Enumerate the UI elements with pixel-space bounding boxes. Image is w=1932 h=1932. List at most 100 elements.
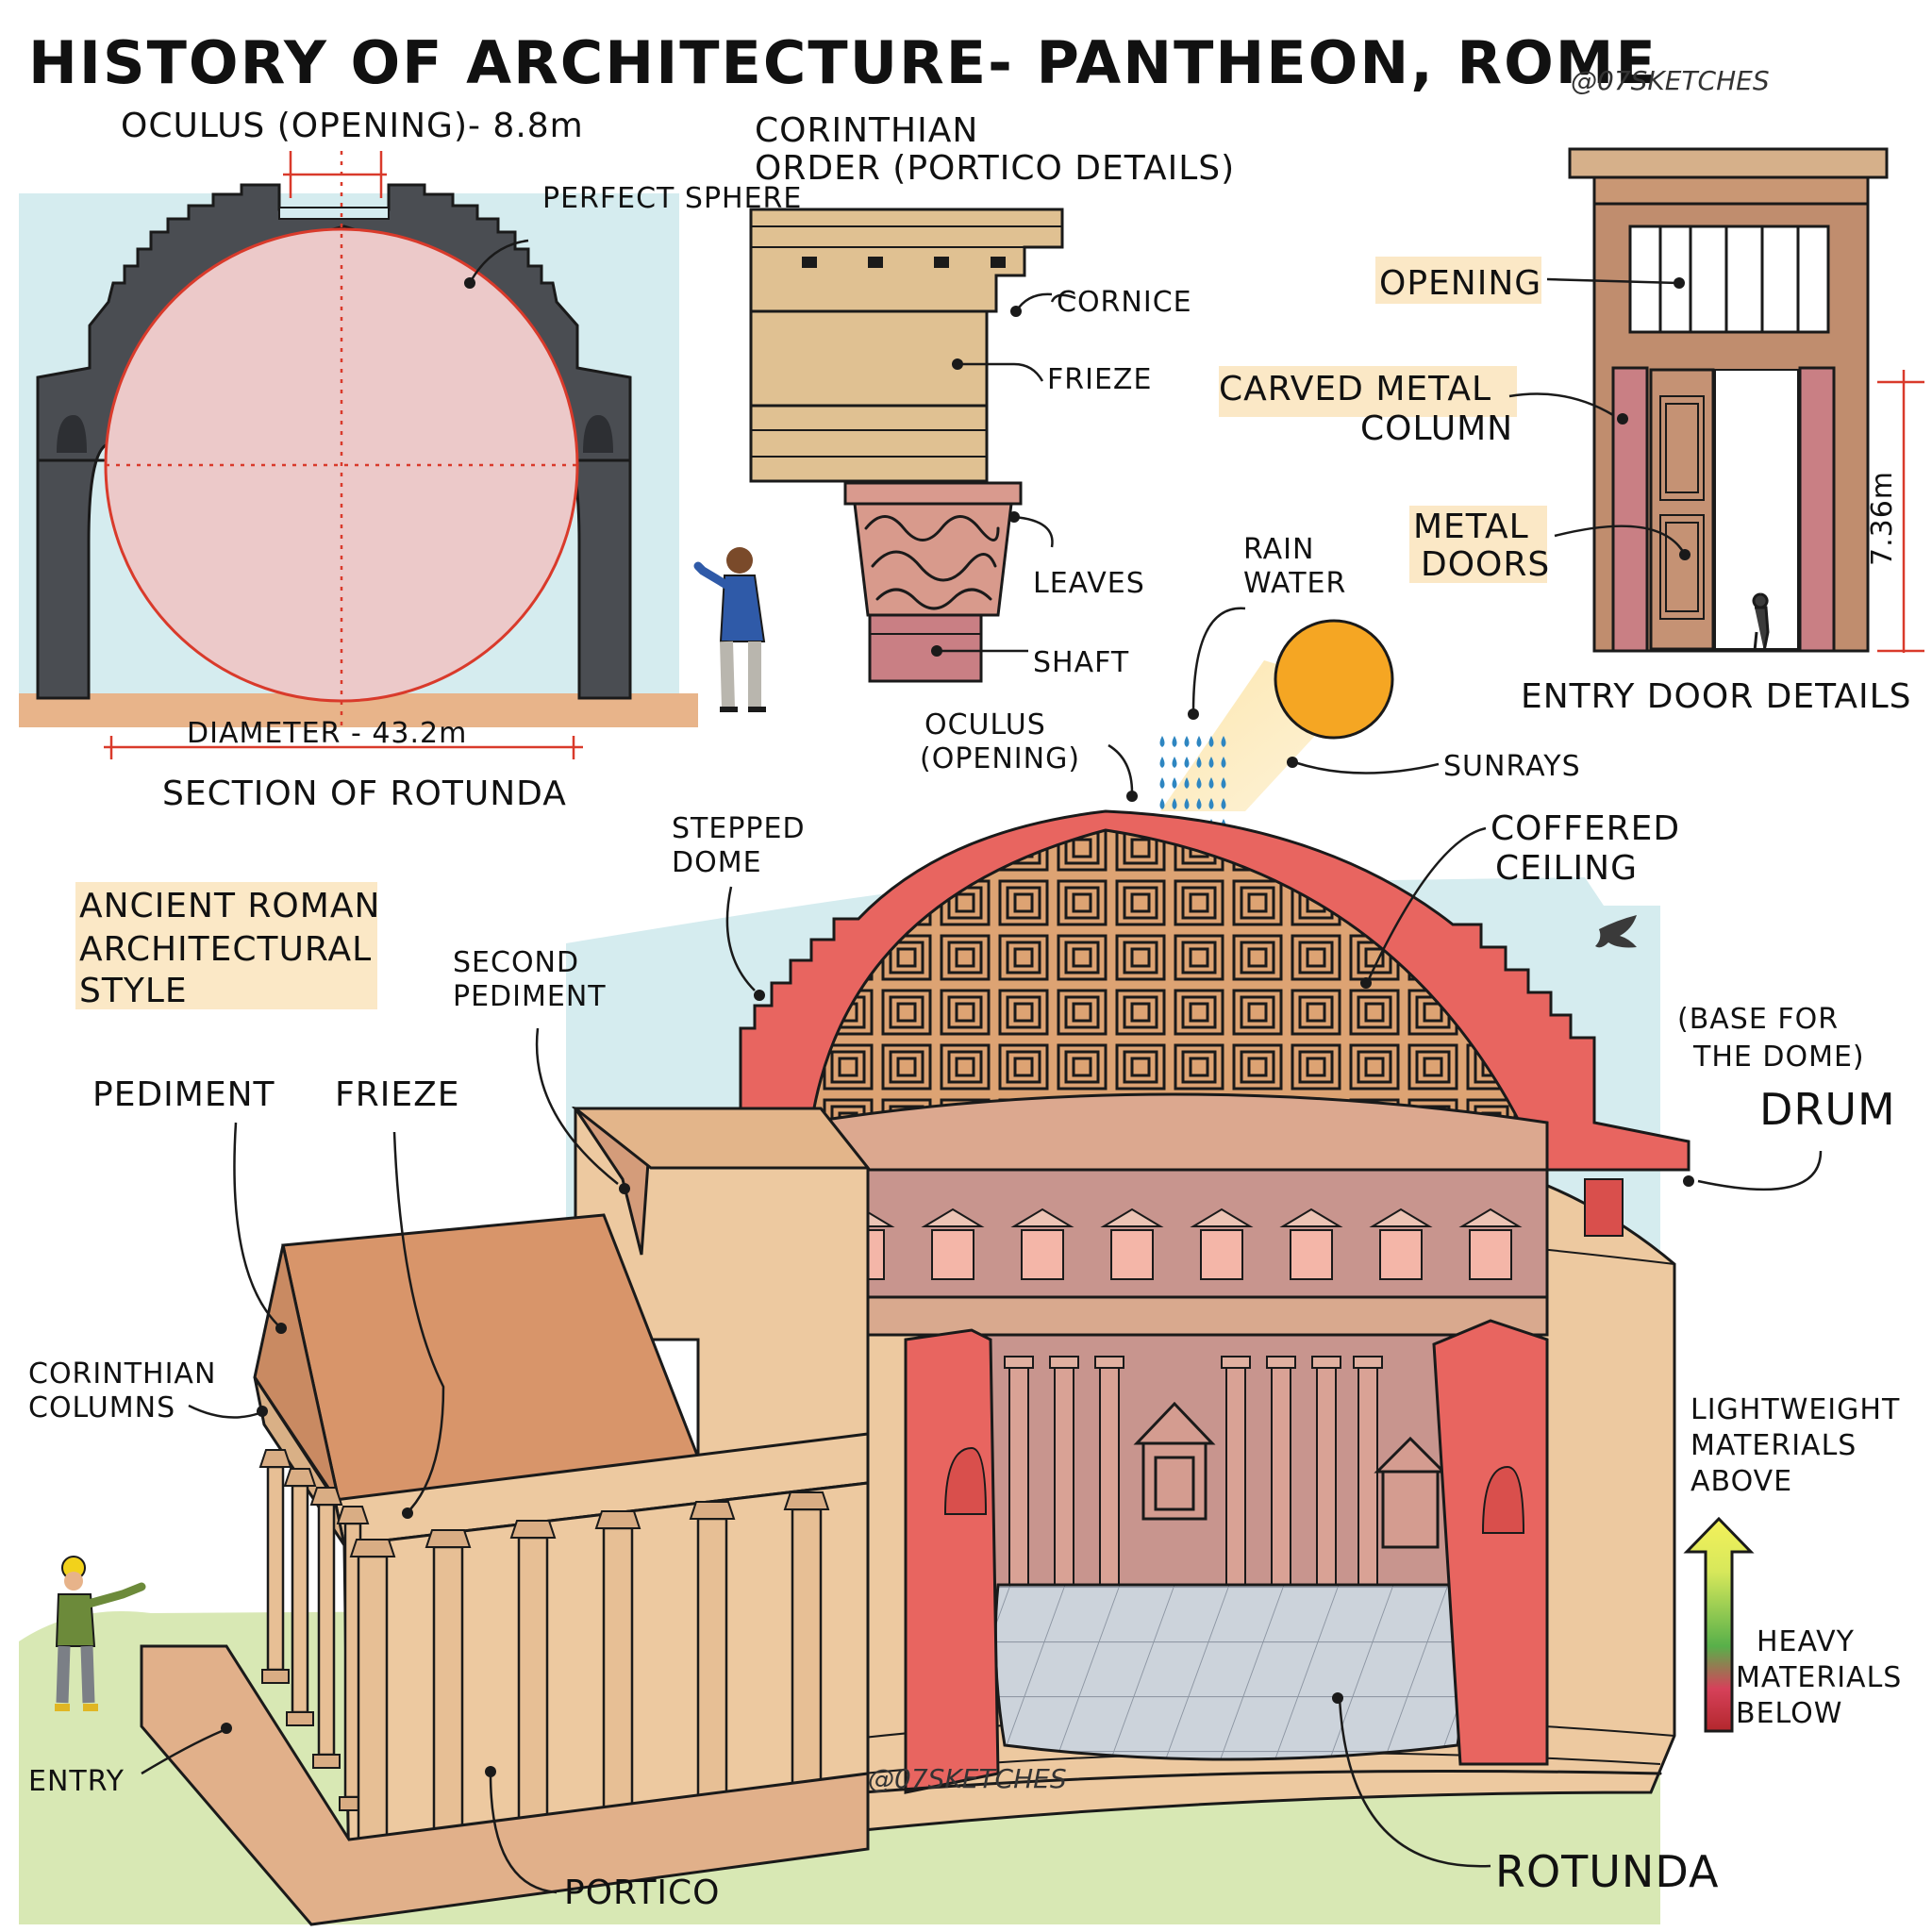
presenter-figure: [693, 547, 766, 712]
rain-drop: [1172, 757, 1177, 768]
rain-drop: [1196, 757, 1202, 768]
interior-column: [1008, 1362, 1029, 1586]
worker-arm: [84, 1582, 146, 1608]
rain-drop: [1184, 798, 1190, 809]
rain-drop: [1184, 777, 1190, 789]
heavy-label-line2: MATERIALS: [1736, 1661, 1902, 1694]
cornice-label: CORNICE: [1057, 286, 1192, 319]
lightweight-label-line2: MATERIALS: [1690, 1429, 1857, 1462]
sphere-leader-dot: [464, 277, 475, 289]
entry-leader: [141, 1729, 223, 1775]
rotunda-cutaway: [739, 809, 1690, 1832]
leaves-label: LEAVES: [1033, 567, 1145, 600]
sunrays-label: SUNRAYS: [1443, 750, 1581, 783]
entry-label: ENTRY: [28, 1765, 125, 1798]
worker-legs: [56, 1645, 95, 1704]
rain-leader-dot: [1188, 708, 1199, 720]
sphere-leader: [468, 239, 529, 284]
rain-drop: [1221, 777, 1226, 789]
section-oculus-gap: [278, 207, 390, 220]
frieze-leader: [958, 362, 1044, 382]
rain-drop: [1184, 736, 1190, 747]
attic-windows: [831, 1208, 1523, 1280]
section-niche-right: [583, 415, 613, 453]
block-roof: [571, 1107, 872, 1170]
rain-water-label-line2: WATER: [1243, 567, 1346, 600]
portico-leader: [489, 1773, 558, 1894]
opening-label: OPENING: [1379, 264, 1541, 303]
cut-wall-left-arch: [943, 1446, 988, 1515]
presenter-arm: [693, 561, 731, 590]
interior-capital: [1049, 1356, 1079, 1369]
stepped-dome-leader: [725, 886, 756, 991]
eagle-bird: [1595, 915, 1637, 948]
drum-base-label-line2: THE DOME): [1692, 1041, 1865, 1074]
rain-drop: [1208, 736, 1214, 747]
page-title: HISTORY OF ARCHITECTURE- PANTHEON, ROME: [28, 28, 1657, 97]
order-heading-line2: ORDER (PORTICO DETAILS): [755, 149, 1235, 188]
attic-pediment: [1100, 1208, 1164, 1227]
style-highlight: [75, 882, 377, 1009]
shaft-label: SHAFT: [1033, 646, 1129, 679]
rain-drop: [1159, 757, 1165, 768]
portico-column-base: [312, 1754, 341, 1769]
portico-frieze-leader: [392, 1131, 445, 1510]
metal-doors-label-line2: DOORS: [1421, 545, 1550, 584]
rotunda-leader: [1338, 1697, 1491, 1868]
interior-aedicule: [1133, 1401, 1216, 1521]
attic-pediment: [1279, 1208, 1343, 1227]
presenter-legs: [720, 641, 761, 708]
coffered-ceiling: [805, 828, 1545, 1172]
rain-drop: [1208, 798, 1214, 809]
capital-abacus: [843, 481, 1023, 506]
rain-drop: [1221, 736, 1226, 747]
coffered-leader-dot: [1360, 977, 1372, 989]
portico-label: PORTICO: [564, 1874, 721, 1912]
second-pediment-label-line2: PEDIMENT: [453, 980, 607, 1013]
carved-column-label-line1: CARVED METAL: [1219, 370, 1491, 408]
portico-capital: [336, 1506, 370, 1524]
rain-drop: [1196, 798, 1202, 809]
coffered-label-line1: COFFERED: [1491, 809, 1680, 848]
attic-window: [1379, 1229, 1423, 1280]
door-cornice: [1568, 147, 1889, 179]
rotunda-section: OCULUS (OPENING)- 8.8m PERFECT SPHERE DI…: [19, 107, 801, 813]
portico-column: [517, 1536, 549, 1824]
carved-column-leader-dot: [1617, 413, 1628, 425]
cutaway-labels: RAIN WATER OCULUS (OPENING) SUNRAYS STEP…: [28, 533, 1902, 1912]
portico-capital: [783, 1491, 830, 1510]
portico-platform: [140, 1644, 870, 1926]
pediment-leader: [233, 1122, 279, 1326]
lightweight-label-line1: LIGHTWEIGHT: [1690, 1393, 1900, 1426]
style-label-line3: STYLE: [79, 972, 188, 1010]
attic-pediment: [1190, 1208, 1254, 1227]
cornice-leader: [1050, 293, 1076, 303]
second-pediment-label-line1: SECOND: [453, 946, 579, 979]
cut-wall-right-arch: [1481, 1465, 1525, 1534]
heavy-label-line1: HEAVY: [1757, 1625, 1855, 1658]
metal-doors-leader-dot: [1679, 549, 1690, 560]
attic-window: [1469, 1229, 1512, 1280]
portico-columns: [258, 1449, 830, 1858]
interior-capital: [1221, 1356, 1251, 1369]
portico-column-base: [286, 1711, 314, 1726]
portico-column: [791, 1507, 823, 1790]
interior-column: [1316, 1362, 1337, 1586]
door-transom-window: [1628, 225, 1830, 334]
portico-column: [357, 1555, 389, 1846]
sunrays-leader-dot: [1287, 757, 1298, 768]
interior-aedicule-right: [1374, 1436, 1447, 1549]
interior-capital: [1094, 1356, 1124, 1369]
portico-capital: [689, 1501, 736, 1520]
interior-capital: [1004, 1356, 1034, 1369]
attic-window: [931, 1229, 974, 1280]
interior-capital: [1353, 1356, 1383, 1369]
drum-leader-dot: [1683, 1175, 1694, 1187]
entablature-architrave: [749, 404, 989, 483]
carved-column-label-line2: COLUMN: [1360, 409, 1513, 448]
interior-column: [1357, 1362, 1378, 1586]
portico-capital: [349, 1539, 396, 1557]
attic-pediment: [1458, 1208, 1523, 1227]
oculus-cutaway-label-line2: (OPENING): [920, 742, 1080, 775]
portico-capital: [283, 1468, 317, 1487]
